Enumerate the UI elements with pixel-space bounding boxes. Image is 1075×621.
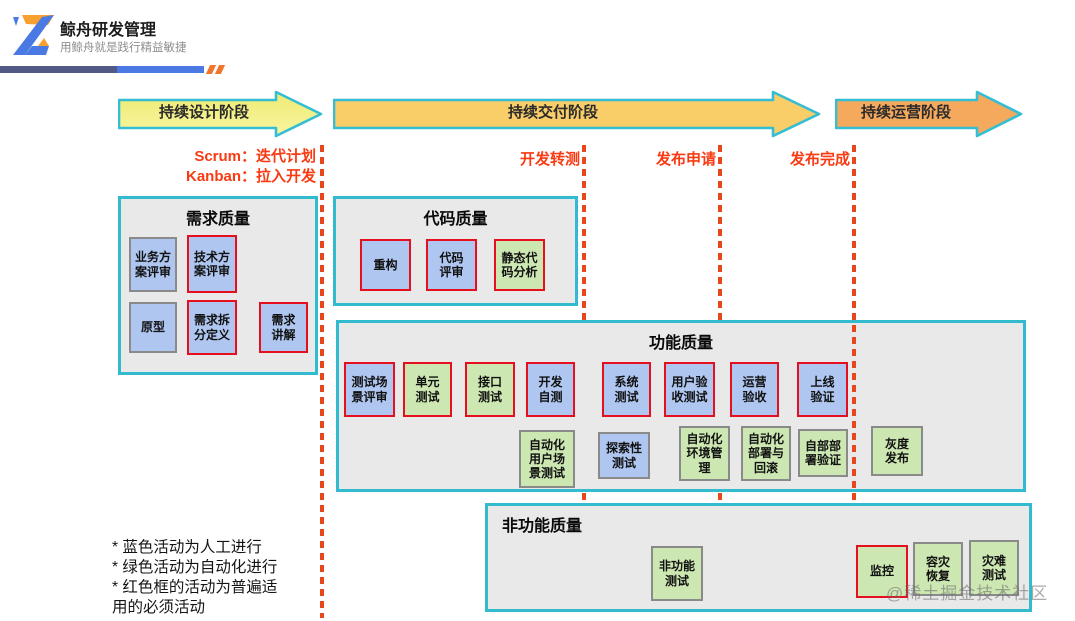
- milestone-label-scrum: Scrum：迭代计划: [194, 148, 316, 165]
- activity-box: 灰度 发布: [871, 426, 923, 476]
- activity-box: 需求拆 分定义: [187, 300, 237, 355]
- activity-box: 自动化 部署与 回滚: [741, 426, 791, 481]
- activity-box: 自动化 用户场 景测试: [519, 430, 575, 488]
- divider-bar-dark: [0, 66, 117, 73]
- activity-box: 自部部 署验证: [798, 429, 848, 477]
- phase-arrow-delivery: [333, 90, 821, 138]
- milestone-label-kanban: Kanban：拉入开发: [185, 168, 316, 185]
- activity-box: 用户验 收测试: [664, 362, 715, 417]
- activity-box: 容灾 恢复: [913, 542, 963, 596]
- activity-box: 业务方 案评审: [129, 237, 177, 292]
- activity-box: 静态代 码分析: [494, 239, 545, 291]
- panel-code-quality: 代码质量 重构 代码 评审 静态代 码分析: [333, 196, 578, 306]
- app-title: 鲸舟研发管理: [60, 22, 157, 39]
- legend: * 蓝色活动为人工进行 * 绿色活动为自动化进行 * 红色框的活动为普遍适 用的…: [112, 538, 277, 618]
- milestone-divider-line: [320, 145, 324, 618]
- milestone-label-release-done: 发布完成: [789, 151, 850, 168]
- activity-box: 接口 测试: [465, 362, 515, 417]
- divider-bar-blue: [117, 66, 204, 73]
- phase-label-operation: 持续运营阶段: [860, 104, 951, 121]
- panel-functional-quality: 功能质量 测试场 景评审 单元 测试 接口 测试 开发 自测 系统 测试 用户验…: [336, 320, 1026, 492]
- phase-label-design: 持续设计阶段: [158, 104, 249, 121]
- activity-box: 重构: [360, 239, 411, 291]
- panel-requirements-quality: 需求质量 业务方 案评审 技术方 案评审 原型 需求拆 分定义 需求 讲解: [118, 196, 318, 375]
- activity-box: 灾难 测试: [969, 540, 1019, 596]
- legend-line: * 绿色活动为自动化进行: [112, 558, 278, 576]
- panel-title: 需求质量: [185, 211, 250, 228]
- activity-box: 需求 讲解: [259, 302, 308, 353]
- panel-title: 代码质量: [423, 211, 488, 228]
- legend-line: * 蓝色活动为人工进行: [112, 539, 262, 556]
- legend-line: 用的必须活动: [112, 598, 206, 616]
- app-subtitle: 用鲸舟就是践行精益敏捷: [60, 42, 187, 54]
- activity-box: 自动化 环境管 理: [679, 426, 730, 481]
- milestone-divider-line: [852, 145, 856, 503]
- activity-box: 探索性 测试: [598, 432, 650, 479]
- activity-box: 开发 自测: [526, 362, 575, 417]
- milestone-label-release-request: 发布申请: [655, 151, 716, 168]
- phase-label-delivery: 持续交付阶段: [507, 104, 598, 121]
- activity-box: 非功能 测试: [651, 546, 703, 601]
- divider-slash-icon: [214, 65, 226, 74]
- activity-box: 运营 验收: [730, 362, 779, 417]
- phase-arrow-operation: [835, 90, 1023, 138]
- activity-box: 监控: [856, 545, 908, 598]
- panel-title: 功能质量: [648, 335, 713, 352]
- jingzhou-z-logo-icon: [13, 15, 54, 55]
- activity-box: 原型: [129, 302, 177, 353]
- phase-arrow-design: [118, 90, 323, 138]
- milestone-label-dev-to-test: 开发转测: [519, 151, 580, 168]
- activity-box: 单元 测试: [403, 362, 452, 417]
- watermark: @稀土掘金技术社区: [886, 584, 1049, 603]
- activity-box: 系统 测试: [602, 362, 651, 417]
- panel-nonfunctional-quality: 非功能质量 非功能 测试 监控 容灾 恢复 灾难 测试: [485, 503, 1032, 612]
- activity-box: 代码 评审: [426, 239, 477, 291]
- activity-box: 上线 验证: [797, 362, 848, 417]
- panel-title: 非功能质量: [502, 518, 583, 535]
- activity-box: 测试场 景评审: [344, 362, 395, 417]
- legend-line: * 红色框的活动为普遍适: [112, 578, 278, 596]
- activity-box: 技术方 案评审: [187, 235, 237, 293]
